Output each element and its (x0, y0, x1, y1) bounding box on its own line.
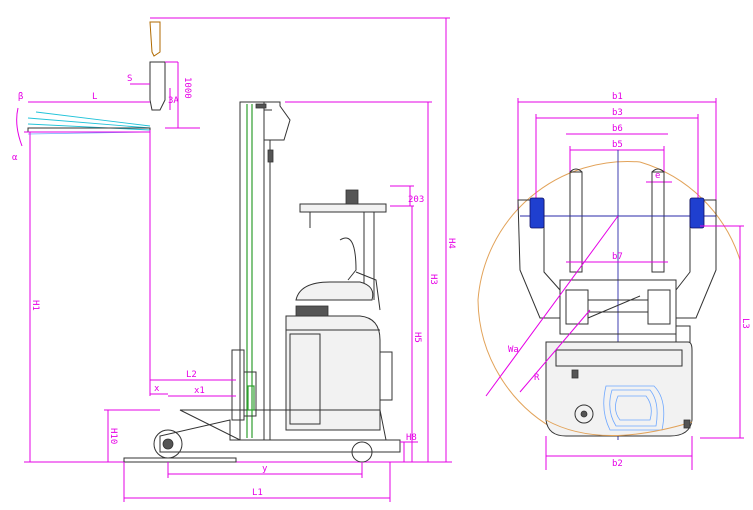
dim-H5-label: H5 (412, 332, 422, 343)
fork-tilt-detail: L β α (12, 92, 151, 163)
dim-H3-label: H3 (428, 274, 438, 285)
dim-y-label: y (262, 464, 268, 474)
left-load-wheel (529, 197, 545, 229)
dim-e-label: e (655, 171, 660, 181)
dim-L3-label: L3 (740, 318, 750, 329)
dim-H1-label: H1 (30, 300, 40, 311)
dim-b6-label: b6 (612, 124, 623, 134)
dim-beta-label: β (18, 92, 23, 102)
dim-b7-label: b7 (612, 252, 623, 262)
turning-arc-top (477, 161, 641, 301)
side-wheels (123, 429, 373, 463)
dim-L2-label: L2 (186, 370, 197, 380)
dim-3a-label: 3A (168, 96, 179, 106)
right-load-wheel (689, 197, 705, 229)
dim-b1-label: b1 (612, 92, 623, 102)
dim-s-label: S (127, 74, 132, 84)
dim-203-label: 203 (408, 195, 424, 205)
dim-x-label: x (154, 384, 160, 394)
side-view: 1000 S 3A L β α H1 H4 H3 (12, 17, 456, 502)
dim-b3-label: b3 (612, 108, 623, 118)
dim-x1-label: x1 (194, 386, 205, 396)
dim-H10-label: H10 (108, 428, 118, 444)
top-carriage (559, 279, 691, 347)
dim-L1-label: L1 (252, 488, 263, 498)
dim-L-label: L (92, 92, 97, 102)
top-chassis (545, 341, 693, 437)
chassis (159, 305, 401, 453)
dim-b5-label: b5 (612, 140, 623, 150)
raised-fork-detail: 1000 S 3A (127, 21, 200, 129)
turning-arc-bottom (477, 299, 561, 433)
top-forks (569, 168, 665, 273)
top-view: b1 b3 b6 b5 e b7 (477, 92, 750, 470)
overhead-guard (295, 189, 387, 311)
dim-Wa-label: Wa (508, 345, 519, 355)
dim-b2-label: b2 (612, 459, 623, 469)
dim-alpha-label: α (12, 153, 18, 163)
dim-1000-label: 1000 (182, 77, 192, 99)
dim-H4-label: H4 (446, 238, 456, 249)
dim-H8-label: H8 (406, 433, 417, 443)
dim-R-label: R (534, 373, 540, 383)
